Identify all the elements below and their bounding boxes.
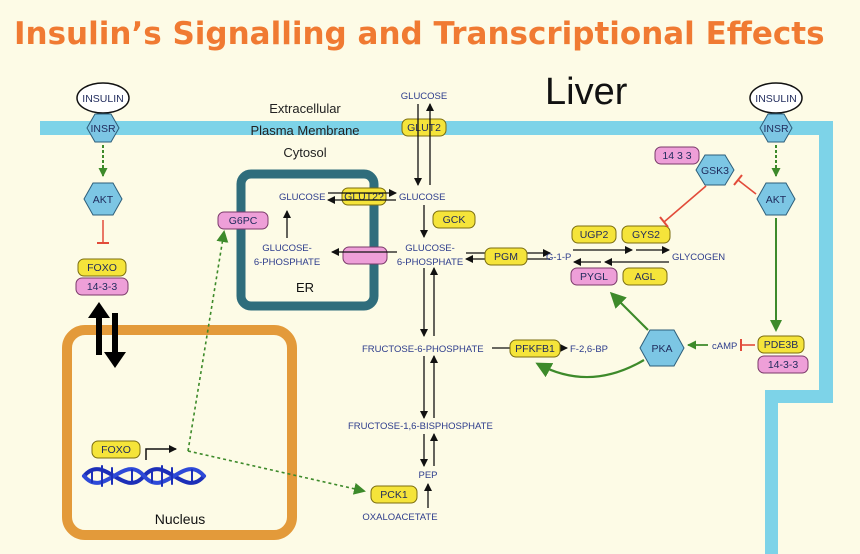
- ugp2-label: UGP2: [580, 229, 609, 241]
- foxo-nucleus-node: [91, 440, 141, 459]
- g6pc-label: G6PC: [229, 215, 258, 227]
- p1433-left-node: [75, 277, 129, 296]
- p1433-right-node: [757, 355, 809, 374]
- pka-to-pfkfb1-arrow: [535, 359, 645, 379]
- pfkfb1-label: PFKFB1: [515, 343, 555, 355]
- camp-label: cAMP: [712, 341, 737, 352]
- pka-to-pygl-arrow: [609, 291, 649, 331]
- pck1-label: PCK1: [380, 489, 408, 501]
- gys2-label: GYS2: [632, 229, 660, 241]
- er-label: ER: [296, 280, 314, 295]
- plasma-membrane-label: Plasma Membrane: [250, 123, 359, 138]
- g1p-label: G-1-P: [546, 252, 571, 263]
- insulin-left-label: INSULIN: [82, 93, 123, 105]
- insr-left-label: INSR: [90, 123, 116, 135]
- gsk3-inhibits-gys2: [663, 185, 707, 223]
- promoter-arrow-icon: [145, 445, 177, 460]
- glycogen-label: GLYCOGEN: [672, 252, 725, 263]
- pde3b-label: PDE3B: [764, 339, 798, 351]
- plasma-membrane: [40, 121, 833, 554]
- pka-label: PKA: [651, 343, 672, 355]
- f26bp-label: F-2,6-BP: [570, 344, 608, 355]
- g6p-cyt-line1: GLUCOSE-: [405, 243, 455, 254]
- ugp2-node: [571, 225, 617, 244]
- g6p-er-line2: 6-PHOSPHATE: [254, 257, 320, 268]
- glut2-label: GLUT2: [407, 122, 441, 134]
- pygl-label: PYGL: [580, 271, 608, 283]
- glucose-er: GLUCOSE: [279, 192, 325, 203]
- pde3b-node: [757, 335, 805, 354]
- agl-node: [622, 267, 668, 286]
- nucleus-compartment: [62, 325, 297, 540]
- foxo-nucleus-label: FOXO: [101, 444, 131, 456]
- diagram-title: Insulin’s Signalling and Transcriptional…: [14, 16, 825, 52]
- foxo-to-pck1-arrow: [187, 450, 366, 495]
- pep-label: PEP: [418, 470, 437, 481]
- pgm-label: PGM: [494, 251, 518, 263]
- insr-right-node: [759, 113, 793, 143]
- p1433-right-label: 14-3-3: [768, 359, 799, 371]
- insulin-left-node: [76, 82, 130, 114]
- oxaloacetate-label: OXALOACETATE: [362, 512, 437, 523]
- glut2-er-node: [341, 187, 387, 206]
- gck-node: [432, 210, 476, 229]
- cytosol-label: Cytosol: [283, 145, 326, 160]
- insulin-right-label: INSULIN: [755, 93, 796, 105]
- g6pc-node: [217, 211, 269, 230]
- gys2-node: [621, 225, 671, 244]
- akt-right-label: AKT: [766, 194, 787, 206]
- akt-right-node: [756, 182, 796, 216]
- pgm-node: [484, 247, 528, 266]
- extracellular-label: Extracellular: [269, 101, 341, 116]
- glucose-extracellular: GLUCOSE: [401, 91, 447, 102]
- g6p-transporter-node: [342, 246, 388, 265]
- pfkfb1-node: [509, 339, 561, 358]
- insr-left-node: [86, 113, 120, 143]
- p1433-top-node: [654, 146, 700, 165]
- f6p-label: FRUCTOSE-6-PHOSPHATE: [362, 344, 484, 355]
- dna-helix-icon: [82, 465, 206, 487]
- f16bp-label: FRUCTOSE-1,6-BISPHOSPHATE: [348, 421, 493, 432]
- p1433-top-label: 14 3 3: [662, 150, 691, 162]
- akt-inhibits-gsk3: [737, 179, 757, 195]
- pygl-node: [570, 267, 618, 286]
- foxo-node: [77, 258, 127, 277]
- nuclear-shuttle-arrows: [88, 302, 126, 368]
- gck-label: GCK: [443, 214, 466, 226]
- glucose-cytosol: GLUCOSE: [399, 192, 445, 203]
- agl-label: AGL: [634, 271, 655, 283]
- foxo-label: FOXO: [87, 262, 117, 274]
- p1433-left-label: 14-3-3: [87, 281, 118, 293]
- gsk3-node: [695, 154, 735, 186]
- glut2-node: [401, 118, 447, 137]
- akt-left-node: [83, 182, 123, 216]
- insr-right-label: INSR: [763, 123, 789, 135]
- foxo-to-g6pc-arrow: [187, 230, 229, 452]
- g6p-er-line1: GLUCOSE-: [262, 243, 312, 254]
- pck1-node: [370, 485, 418, 504]
- g6p-cyt-line2: 6-PHOSPHATE: [397, 257, 463, 268]
- pka-node: [639, 329, 685, 367]
- insulin-right-node: [749, 82, 803, 114]
- nucleus-label: Nucleus: [155, 511, 206, 527]
- akt-left-label: AKT: [93, 194, 114, 206]
- tissue-label: Liver: [545, 71, 628, 113]
- gsk3-label: GSK3: [701, 165, 729, 177]
- er-compartment: [236, 169, 379, 311]
